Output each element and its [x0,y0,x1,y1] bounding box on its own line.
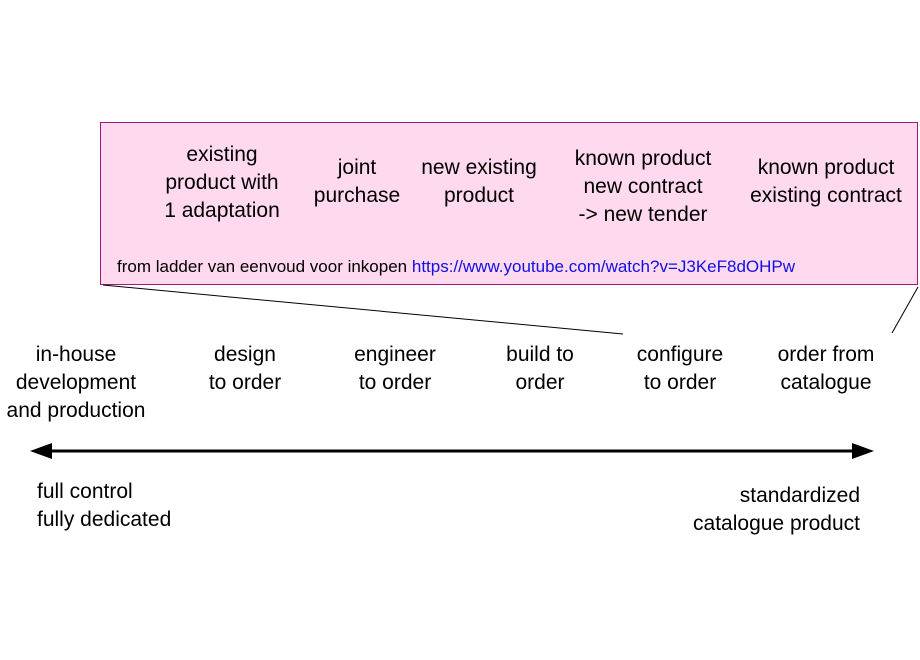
ladder-item-known-product-new-contract: known product new contract -> new tender [574,147,712,226]
stage-build-to-order: build to order [506,343,574,394]
arrowhead-right-icon [852,443,874,459]
ladder-item-joint-purchase: joint purchase [313,156,401,207]
stage-engineer-to-order: engineer to order [354,343,436,394]
callout-connector-left [102,284,624,335]
ladder-item-known-product-existing-contract: known product existing contract [750,156,902,207]
spectrum-right-end-label: standardized catalogue product [693,484,860,535]
arrowhead-left-icon [30,443,52,459]
ladder-source-link[interactable]: https://www.youtube.com/watch?v=J3KeF8dO… [411,257,796,276]
double-headed-arrow-icon [30,443,874,459]
ladder-item-new-existing-product: new existing product [421,156,537,207]
ladder-source-text: from ladder van eenvoud voor inkopen [117,257,408,276]
spectrum-left-end-label: full control fully dedicated [37,480,172,531]
callout-connector-right [891,286,919,334]
stage-in-house-development: in-house development and production [6,343,146,422]
stage-design-to-order: design to order [208,343,282,394]
stage-configure-to-order: configure to order [636,343,724,394]
ladder-callout-box [100,122,918,285]
ladder-item-existing-product-with-adaptation: existing product with 1 adaptation [164,143,280,222]
ladder-source: from ladder van eenvoud voor inkopen htt… [117,256,795,278]
stage-order-from-catalogue: order from catalogue [777,343,875,394]
